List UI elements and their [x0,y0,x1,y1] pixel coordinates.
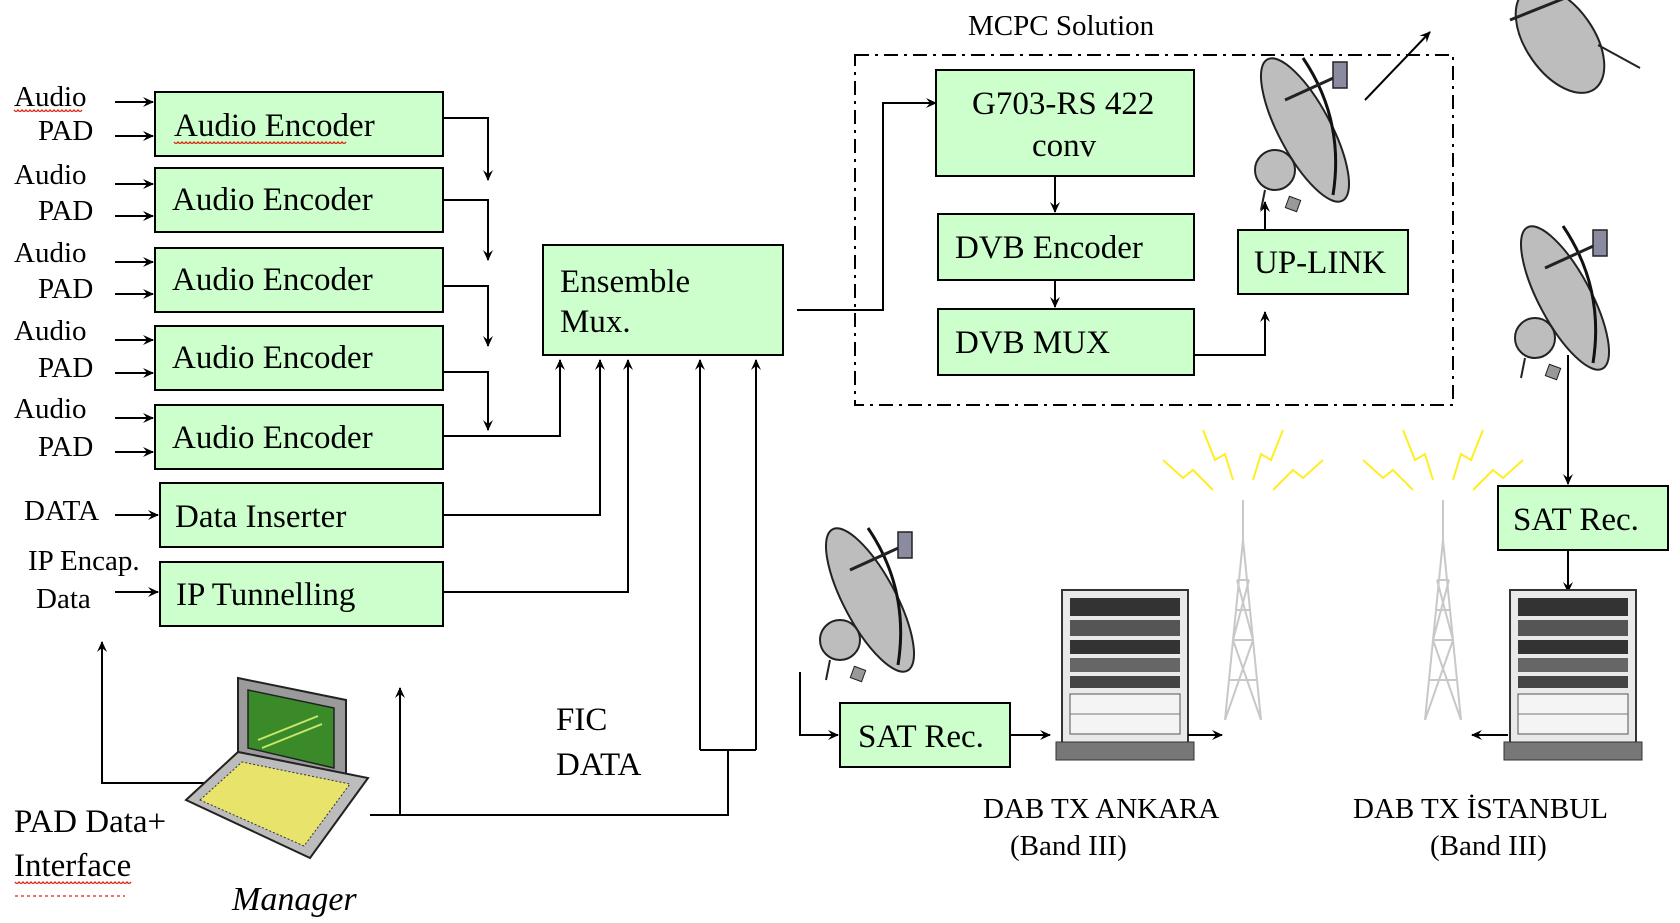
pad-input-label-2: PAD [38,195,93,227]
g703-line2: conv [1032,128,1097,164]
audio-encoder-label-5: Audio Encoder [172,420,373,456]
satellite-icon [1498,0,1640,109]
ip-data-label: Data [36,583,91,615]
ankara-transmitter-rack-icon [1056,590,1194,760]
mcpc-title: MCPC Solution [968,10,1155,42]
encoder-row-1: Audio PAD Audio Encoder [14,81,443,156]
istanbul-transmitter-rack-icon [1504,590,1642,760]
pad-input-label-1: PAD [38,115,93,147]
istanbul-sat-rec-label: SAT Rec. [1513,502,1639,538]
audio-input-label-2: Audio [14,159,87,191]
encoder-row-5: Audio PAD Audio Encoder [14,393,443,469]
encoder-row-3: Audio PAD Audio Encoder [14,237,443,312]
istanbul-satellite-dish-icon [1504,215,1625,381]
ankara-downlink-wire [800,672,838,735]
istanbul-lightning-icon [1363,430,1523,490]
data-input-label: DATA [24,495,99,527]
ip-encap-label: IP Encap. [28,545,140,577]
istanbul-tx-label: DAB TX İSTANBUL [1353,793,1608,825]
audio-input-label-4: Audio [14,315,87,347]
audio-input-label-1: Audio [14,81,87,113]
ensemble-mux-line1: Ensemble [560,264,690,300]
encoder-row-4: Audio PAD Audio Encoder [14,315,443,390]
fic-label: FIC [556,702,607,738]
ankara-lightning-icon [1163,430,1323,490]
audio-encoder-label-4: Audio Encoder [172,340,373,376]
uplink-label: UP-LINK [1254,245,1386,281]
ankara-antenna-tower-icon [1225,500,1261,720]
pad-interface-line2: Interface [14,848,131,884]
manager-label: Manager [231,881,357,918]
ankara-sat-rec-label: SAT Rec. [858,719,984,755]
audio-encoder-label-1: Audio Encoder [174,108,375,144]
mcpc-solution-group: MCPC Solution G703-RS 422 conv DVB Encod… [855,10,1453,405]
g703-line1: G703-RS 422 [972,86,1154,122]
encoder-row-2: Audio PAD Audio Encoder [14,159,443,232]
pad-interface-line1: PAD Data+ [14,804,166,840]
audio-input-label-5: Audio [14,393,87,425]
audio-encoder-label-2: Audio Encoder [172,182,373,218]
audio-input-label-3: Audio [14,237,87,269]
pad-input-label-3: PAD [38,273,93,305]
manager-laptop-icon [186,678,368,858]
istanbul-band-label: (Band III) [1430,830,1547,862]
ankara-satellite-dish-icon [809,517,930,683]
fic-data-label: DATA [556,747,642,783]
dvb-encoder-label: DVB Encoder [955,230,1143,266]
ensemble-mux: Ensemble Mux. [543,245,783,355]
data-inserter-label: Data Inserter [175,499,346,535]
input-arrows [115,102,158,592]
mux-to-g703-wire [797,103,936,310]
audio-encoder-label-3: Audio Encoder [172,262,373,298]
ip-tunnelling-label: IP Tunnelling [176,577,355,613]
ankara-tx-label: DAB TX ANKARA [983,793,1219,825]
pad-input-label-4: PAD [38,352,93,384]
ankara-band-label: (Band III) [1010,830,1127,862]
ensemble-mux-line2: Mux. [560,304,631,340]
pad-input-label-5: PAD [38,431,93,463]
uplink-satellite-dish-icon [1244,47,1365,213]
istanbul-antenna-tower-icon [1425,500,1461,720]
dvb-mux-label: DVB MUX [955,325,1110,361]
